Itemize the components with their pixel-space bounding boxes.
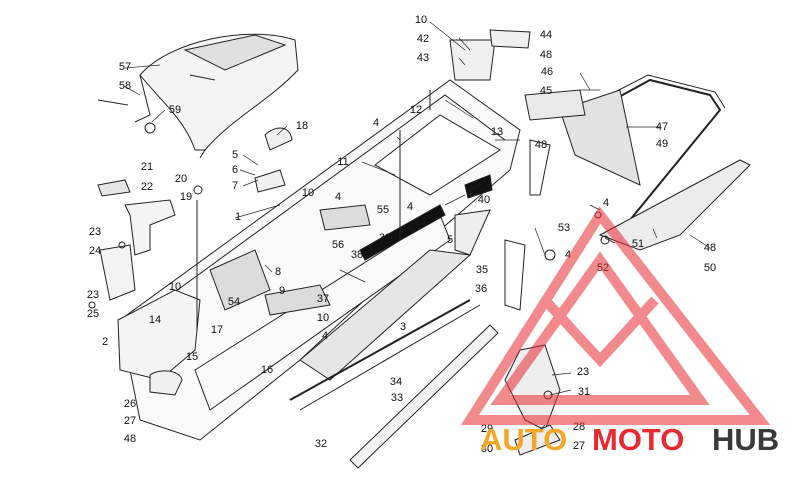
callout-number: 8 <box>274 266 282 278</box>
callout-number: 52 <box>596 262 610 274</box>
callout-number: 4 <box>372 117 380 129</box>
callout-number: 40 <box>477 194 491 206</box>
callout-number: 50 <box>703 262 717 274</box>
callout-number: 32 <box>314 438 328 450</box>
callout-number: 55 <box>376 204 390 216</box>
callout-number: 4 <box>564 249 572 261</box>
callout-number: 23 <box>86 289 100 301</box>
callout-number: 59 <box>168 104 182 116</box>
watermark-moto: MOTO <box>592 422 685 457</box>
callout-number: 42 <box>416 33 430 45</box>
callout-number: 48 <box>123 433 137 445</box>
callout-number: 58 <box>118 80 132 92</box>
callout-number: 19 <box>179 191 193 203</box>
callout-number: 5 <box>231 149 239 161</box>
callout-number: 39 <box>378 232 392 244</box>
callout-number: 2 <box>101 336 109 348</box>
callout-number: 48 <box>534 139 548 151</box>
callout-number: 4 <box>602 197 610 209</box>
callout-number: 25 <box>86 308 100 320</box>
callout-number: 17 <box>210 324 224 336</box>
callout-number: 54 <box>227 296 241 308</box>
callout-number: 5 <box>446 234 454 246</box>
callout-number: 27 <box>572 440 586 452</box>
callout-number: 7 <box>231 180 239 192</box>
callout-number: 3 <box>399 321 407 333</box>
callout-number: 43 <box>416 52 430 64</box>
callout-number: 10 <box>301 187 315 199</box>
callout-number: 47 <box>655 121 669 133</box>
callout-number: 44 <box>539 29 553 41</box>
callout-number: 41 <box>477 176 491 188</box>
callout-number: 10 <box>168 281 182 293</box>
callout-number: 21 <box>140 161 154 173</box>
callout-number: 33 <box>390 392 404 404</box>
callout-number: 4 <box>321 330 329 342</box>
callout-number: 53 <box>557 222 571 234</box>
callout-number: 34 <box>389 376 403 388</box>
callout-number: 15 <box>185 351 199 363</box>
callout-number: 35 <box>475 264 489 276</box>
callout-number: 45 <box>539 85 553 97</box>
callout-number: 12 <box>409 104 423 116</box>
callout-number: 13 <box>490 126 504 138</box>
callout-number: 29 <box>480 423 494 435</box>
callout-number: 26 <box>123 398 137 410</box>
callout-number: 37 <box>316 293 330 305</box>
callout-number: 56 <box>331 239 345 251</box>
watermark-auto: AUTO <box>480 422 568 457</box>
tunnel-drawing <box>119 79 521 441</box>
callout-number: 4 <box>406 201 414 213</box>
callout-number: 20 <box>174 173 188 185</box>
callout-number: 36 <box>474 283 488 295</box>
callout-number: 23 <box>88 226 102 238</box>
callout-number: 11 <box>337 156 349 168</box>
callout-number: 14 <box>148 314 162 326</box>
watermark: AUTO MOTO HUB <box>480 420 800 460</box>
callout-number: 48 <box>539 49 553 61</box>
callout-number: 51 <box>631 238 645 250</box>
callout-number: 30 <box>480 443 494 455</box>
watermark-hub: HUB <box>712 422 780 457</box>
callout-number: 6 <box>231 164 239 176</box>
callout-number: 27 <box>123 415 137 427</box>
seat-drawing <box>134 33 299 159</box>
callout-number: 22 <box>140 181 154 193</box>
callout-number: 24 <box>88 245 102 257</box>
callout-number: 1 <box>234 211 242 223</box>
callout-number: 18 <box>295 120 309 132</box>
callout-number: 38 <box>350 249 364 261</box>
callout-number: 9 <box>278 285 286 297</box>
callout-number: 49 <box>655 138 669 150</box>
front-frame-drawing <box>97 127 293 396</box>
callout-number: 48 <box>703 242 717 254</box>
callout-number: 31 <box>577 386 591 398</box>
callout-number: 46 <box>540 66 554 78</box>
callout-number: 4 <box>334 191 342 203</box>
callout-number: 23 <box>576 366 590 378</box>
callout-number: 16 <box>260 364 274 376</box>
callout-number: 10 <box>316 312 330 324</box>
callout-number: 57 <box>118 61 132 73</box>
callout-number: 10 <box>414 14 428 26</box>
